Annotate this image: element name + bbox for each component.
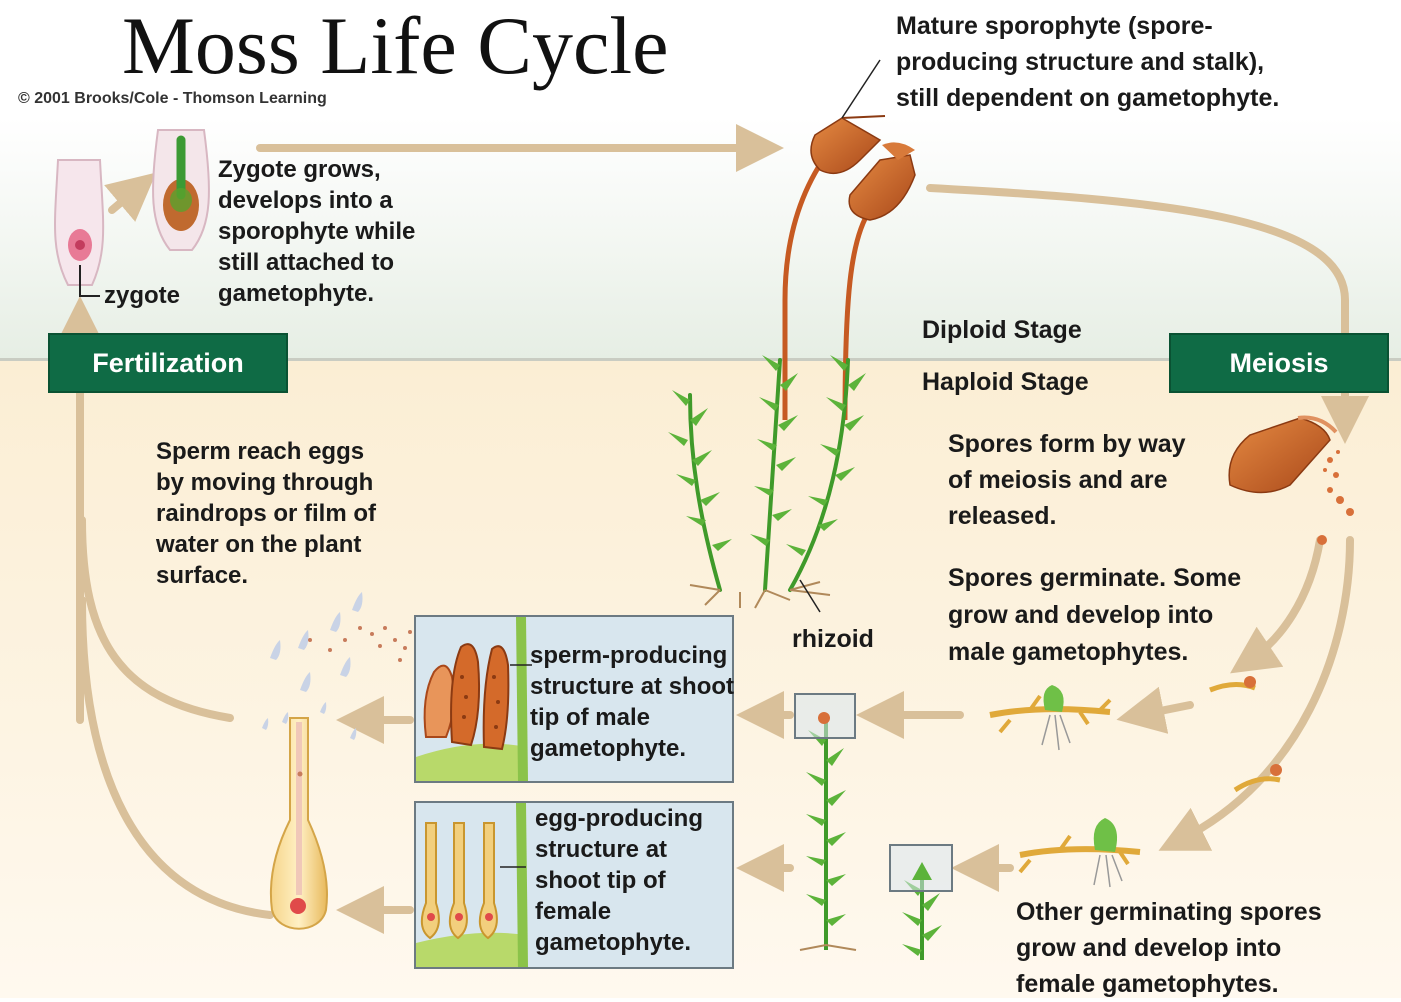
copyright-notice: © 2001 Brooks/Cole - Thomson Learning [18, 90, 327, 108]
zygote-archegonium-illustration [55, 160, 103, 296]
arrow-zygote-to-young [112, 188, 138, 210]
female-gametophyte-shoot [890, 845, 952, 960]
meiosis-badge: Meiosis [1169, 333, 1389, 393]
label-rhizoid: rhizoid [792, 624, 874, 655]
archegonium-illustration [271, 718, 327, 929]
spores [1317, 450, 1354, 545]
male-protonema [990, 676, 1256, 750]
label-diploid-stage: Diploid Stage [922, 316, 1082, 345]
leafy-shoots [690, 360, 848, 590]
label-zygote-grows: Zygote grows, develops into a sporophyte… [218, 154, 415, 309]
female-protonema [1020, 764, 1282, 887]
label-zygote: zygote [104, 280, 180, 311]
label-sperm-reach-eggs: Sperm reach eggs by moving through raind… [156, 436, 376, 591]
diagram-title: Moss Life Cycle [122, 0, 669, 92]
fertilization-badge: Fertilization [48, 333, 288, 393]
male-gametophyte-shoot [795, 694, 856, 950]
moss-leaves [668, 355, 866, 556]
label-spores-form: Spores form by way of meiosis and are re… [948, 426, 1186, 534]
label-spores-germinate: Spores germinate. Some grow and develop … [948, 560, 1241, 671]
label-sperm-producing: sperm-producing structure at shoot tip o… [530, 640, 734, 764]
spore-capsule-releasing [1229, 418, 1354, 545]
label-mature-sporophyte: Mature sporophyte (spore- producing stru… [896, 8, 1279, 116]
label-haploid-stage: Haploid Stage [922, 368, 1089, 397]
arrow-male-spore [1140, 705, 1190, 715]
young-sporophyte-illustration [153, 130, 209, 250]
label-other-germinating: Other germinating spores grow and develo… [1016, 894, 1322, 1002]
mature-moss-plants [668, 60, 915, 612]
arrow-spores-to-male [1250, 540, 1320, 660]
label-egg-producing: egg-producing structure at shoot tip of … [535, 803, 703, 958]
